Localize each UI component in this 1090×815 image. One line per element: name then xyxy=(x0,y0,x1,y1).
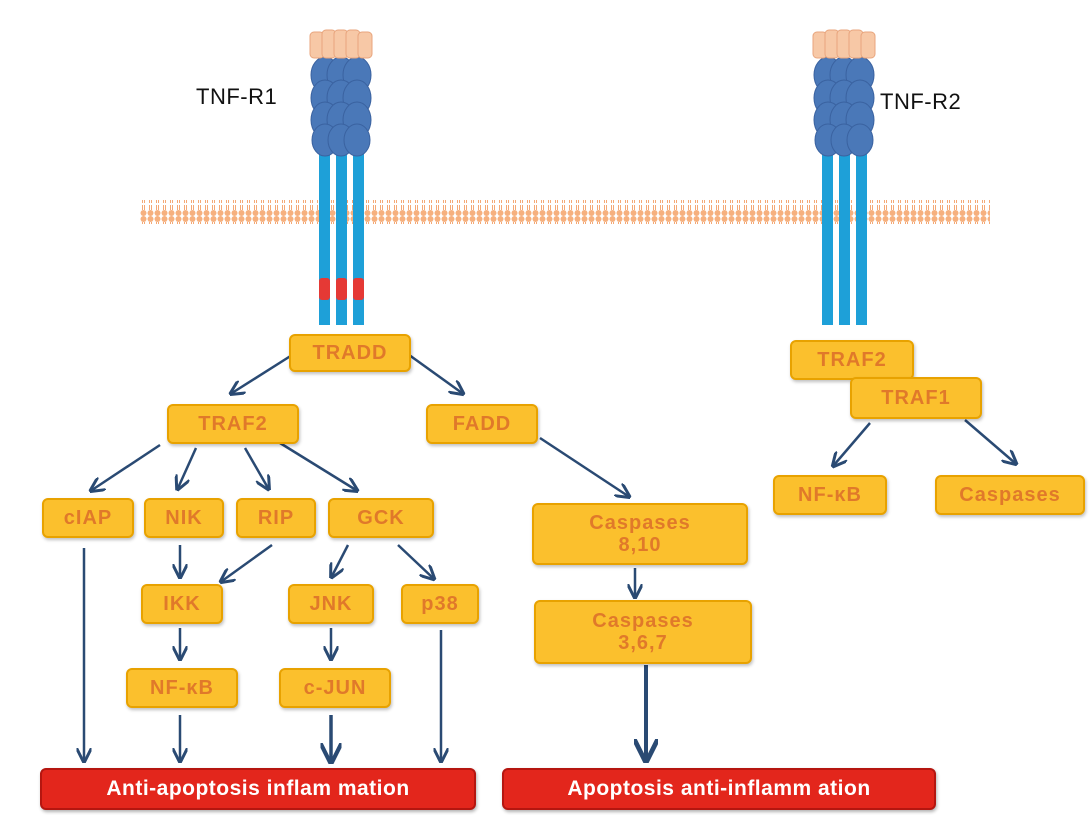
node-ikk: IKK xyxy=(141,584,223,624)
arrow-traf1-nfkb xyxy=(834,422,871,465)
node-gck: GCK xyxy=(328,498,434,538)
node-caspases-8-10: Caspases 8,10 xyxy=(532,503,748,565)
arrow-traf1-caspases xyxy=(964,419,1015,463)
node-caspases-3-6-7: Caspases 3,6,7 xyxy=(534,600,752,664)
node-cjun: c-JUN xyxy=(279,668,391,708)
arrow-traf2-ciap xyxy=(92,443,161,490)
arrow-fadd-caspases xyxy=(539,436,628,496)
outcome-apoptosis: Apoptosis anti-inflamm ation xyxy=(502,768,936,810)
caspases-8-10-line2: 8,10 xyxy=(618,534,662,556)
node-nfkb-left: NF-κB xyxy=(126,668,238,708)
arrow-gck-jnk xyxy=(332,544,350,576)
arrow-tradd-fadd xyxy=(404,350,462,393)
arrow-rip-ikk xyxy=(222,543,273,581)
node-caspases-right: Caspases xyxy=(935,475,1085,515)
arrow-traf2-rip xyxy=(243,447,268,488)
node-fadd: FADD xyxy=(426,404,538,444)
caspases-3-6-7-line1: Caspases xyxy=(592,610,694,632)
tnf-r2-receptor xyxy=(812,29,876,325)
node-nfkb-right: NF-κB xyxy=(773,475,887,515)
arrow-traf2-nik xyxy=(178,447,198,488)
tnf-r2-label: TNF-R2 xyxy=(880,89,962,114)
tnf-r1-receptor xyxy=(309,29,373,325)
tnf-r1-label: TNF-R1 xyxy=(196,84,278,109)
caspases-3-6-7-line2: 3,6,7 xyxy=(618,632,668,654)
node-ciap: cIAP xyxy=(42,498,134,538)
arrow-tradd-traf2 xyxy=(232,348,301,393)
outcome-anti-apoptosis: Anti-apoptosis inflam mation xyxy=(40,768,476,810)
node-p38: p38 xyxy=(401,584,479,624)
node-tradd: TRADD xyxy=(289,334,411,372)
caspases-8-10-line1: Caspases xyxy=(589,512,691,534)
arrow-traf2-gck xyxy=(279,441,356,490)
arrow-gck-p38 xyxy=(397,544,433,578)
node-traf2-right: TRAF2 xyxy=(790,340,914,380)
node-traf2-left: TRAF2 xyxy=(167,404,299,444)
node-rip: RIP xyxy=(236,498,316,538)
pathway-arrows xyxy=(84,348,1015,760)
node-jnk: JNK xyxy=(288,584,374,624)
node-nik: NIK xyxy=(144,498,224,538)
node-traf1: TRAF1 xyxy=(850,377,982,419)
